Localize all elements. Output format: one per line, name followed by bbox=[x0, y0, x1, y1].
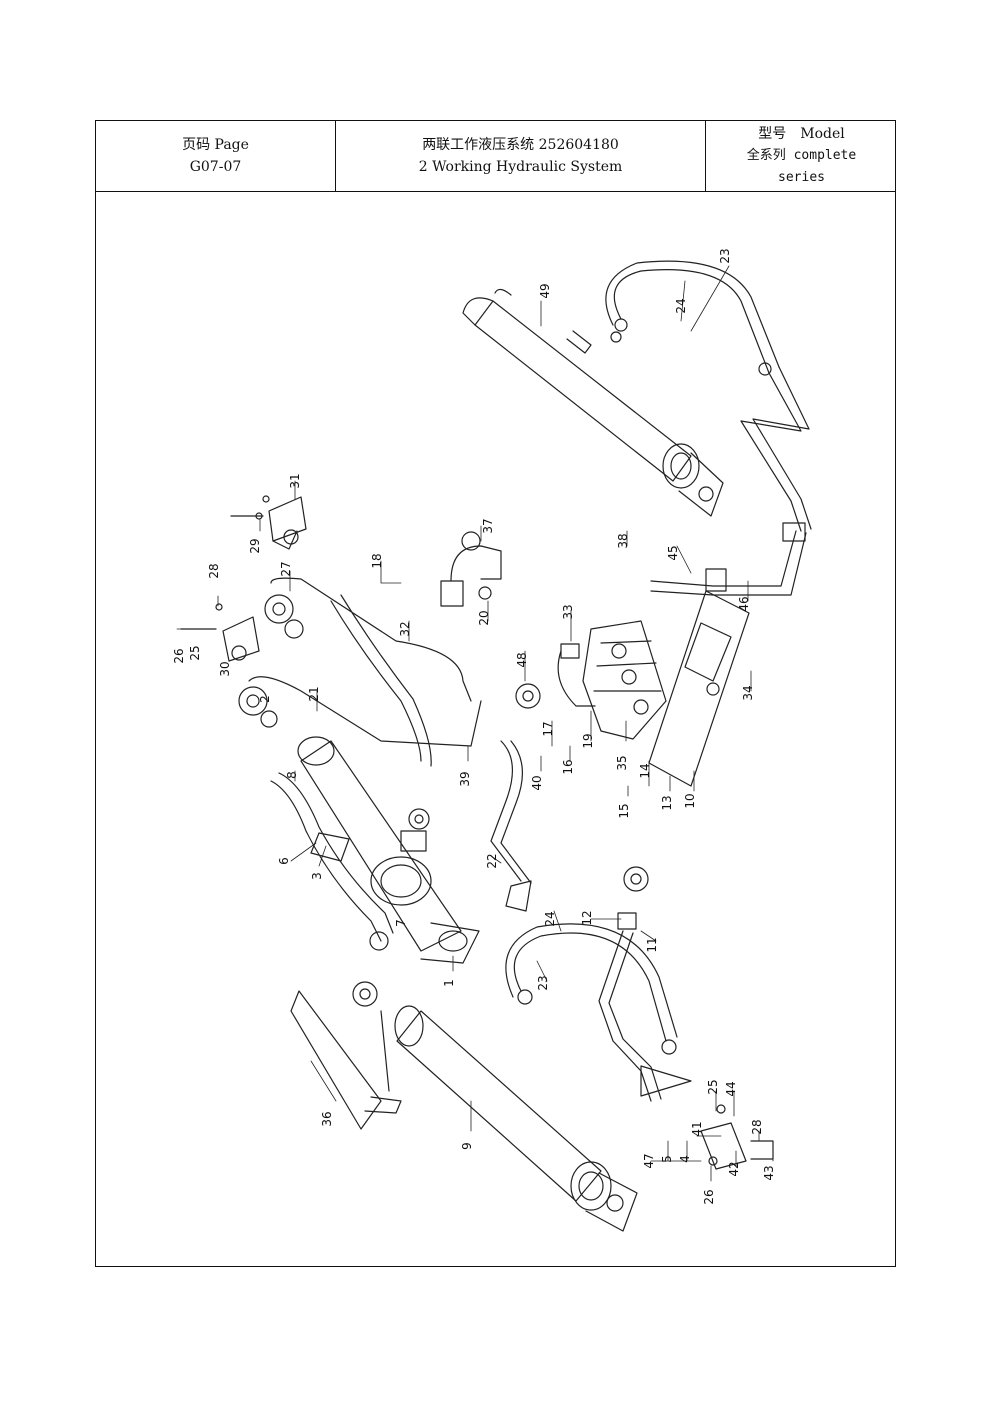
cylinder-lower bbox=[394, 1005, 638, 1232]
page-cell: 页码 Page G07-07 bbox=[96, 121, 336, 191]
tube-22 bbox=[490, 740, 532, 912]
part-callout-22: 22 bbox=[485, 853, 499, 868]
part-callout-49: 49 bbox=[538, 283, 552, 298]
cylinder-upper-right bbox=[462, 288, 724, 517]
part-callout-6: 6 bbox=[277, 857, 291, 865]
small-bracket-41 bbox=[700, 1104, 774, 1170]
part-callout-32: 32 bbox=[398, 621, 412, 636]
part-callout-4: 4 bbox=[678, 1155, 692, 1163]
part-callout-24: 24 bbox=[674, 298, 688, 313]
part-callout-30: 30 bbox=[218, 661, 232, 676]
hoses-32-21 bbox=[238, 577, 482, 767]
part-callout-44: 44 bbox=[724, 1081, 738, 1096]
part-callout-9: 9 bbox=[460, 1142, 474, 1150]
part-callout-35: 35 bbox=[615, 755, 629, 770]
part-callout-43: 43 bbox=[762, 1165, 776, 1180]
part-callout-20: 20 bbox=[477, 610, 491, 625]
part-callout-23: 23 bbox=[536, 975, 550, 990]
page-frame: 页码 Page G07-07 两联工作液压系统 252604180 2 Work… bbox=[95, 120, 896, 1267]
part-callout-3: 3 bbox=[310, 872, 324, 880]
model-value-line1: 全系列 complete bbox=[746, 148, 857, 163]
bracket-31 bbox=[230, 495, 307, 550]
part-callout-25: 25 bbox=[188, 645, 202, 660]
part-callout-28: 28 bbox=[750, 1119, 764, 1134]
hose-8 bbox=[270, 772, 394, 951]
part-callout-11: 11 bbox=[645, 937, 659, 952]
hoses-lower bbox=[505, 912, 692, 1102]
part-callout-13: 13 bbox=[660, 795, 674, 810]
part-callout-47: 47 bbox=[642, 1153, 656, 1168]
part-callout-15: 15 bbox=[617, 803, 631, 818]
title-english: 2 Working Hydraulic System bbox=[418, 159, 623, 175]
valve-plate bbox=[648, 590, 750, 787]
part-callout-25: 25 bbox=[706, 1079, 720, 1094]
cylinder-left bbox=[297, 736, 480, 964]
part-callout-26: 26 bbox=[702, 1189, 716, 1204]
part-callout-2: 2 bbox=[258, 695, 272, 703]
title-block: 页码 Page G07-07 两联工作液压系统 252604180 2 Work… bbox=[96, 121, 895, 192]
part-callout-21: 21 bbox=[307, 686, 321, 701]
guard-plate bbox=[290, 990, 402, 1130]
part-callout-10: 10 bbox=[683, 793, 697, 808]
flanges-2 bbox=[352, 683, 649, 1007]
part-callout-16: 16 bbox=[561, 759, 575, 774]
model-label: 型号 Model bbox=[758, 126, 845, 142]
part-callout-8: 8 bbox=[285, 771, 299, 779]
part-callout-33: 33 bbox=[561, 604, 575, 619]
part-callout-7: 7 bbox=[394, 919, 408, 927]
part-callout-29: 29 bbox=[248, 538, 262, 553]
part-callout-34: 34 bbox=[741, 685, 755, 700]
part-callout-42: 42 bbox=[727, 1161, 741, 1176]
leader-lines bbox=[176, 265, 774, 1182]
control-valve bbox=[557, 620, 667, 740]
part-callout-27: 27 bbox=[279, 561, 293, 576]
page-label: 页码 Page bbox=[182, 137, 249, 153]
part-callout-48: 48 bbox=[515, 652, 529, 667]
part-callout-36: 36 bbox=[320, 1111, 334, 1126]
part-callout-19: 19 bbox=[581, 733, 595, 748]
part-callout-23: 23 bbox=[718, 248, 732, 263]
part-callout-41: 41 bbox=[690, 1121, 704, 1136]
part-callout-24: 24 bbox=[543, 911, 557, 926]
model-cell: 型号 Model 全系列 complete series bbox=[706, 121, 897, 191]
pipes-46-45 bbox=[650, 522, 807, 596]
part-callout-12: 12 bbox=[580, 910, 594, 925]
part-callout-5: 5 bbox=[660, 1155, 674, 1163]
part-callout-26: 26 bbox=[172, 648, 186, 663]
part-callout-31: 31 bbox=[288, 473, 302, 488]
part-callout-45: 45 bbox=[666, 545, 680, 560]
part-callout-40: 40 bbox=[530, 775, 544, 790]
model-value-line2: series bbox=[778, 170, 825, 185]
part-callout-18: 18 bbox=[370, 553, 384, 568]
hydraulic-system-illustration: 4923243129371838452728323320262530482146… bbox=[172, 248, 812, 1232]
page-number: G07-07 bbox=[189, 159, 242, 175]
part-callout-17: 17 bbox=[541, 721, 555, 736]
title-chinese: 两联工作液压系统 252604180 bbox=[422, 137, 619, 153]
hose-pair-upper bbox=[605, 260, 812, 532]
title-cell: 两联工作液压系统 252604180 2 Working Hydraulic S… bbox=[336, 121, 706, 191]
part-callout-28: 28 bbox=[207, 563, 221, 578]
part-callout-39: 39 bbox=[458, 771, 472, 786]
elbow-fitting-37 bbox=[440, 531, 502, 607]
part-callout-46: 46 bbox=[737, 596, 751, 611]
part-callout-38: 38 bbox=[616, 533, 630, 548]
part-callout-14: 14 bbox=[638, 763, 652, 778]
part-callout-1: 1 bbox=[442, 979, 456, 987]
part-callout-37: 37 bbox=[481, 518, 495, 533]
